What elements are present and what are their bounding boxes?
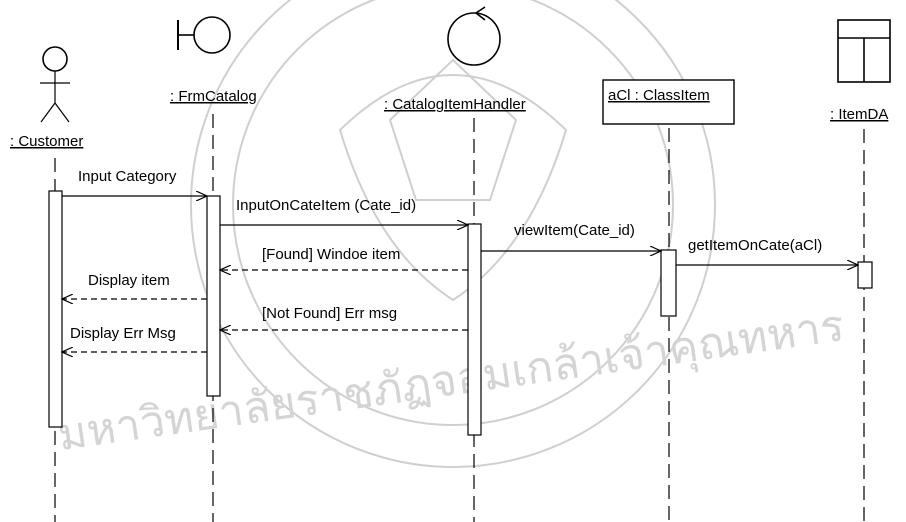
message-label: Display Err Msg xyxy=(70,325,176,342)
boundary-frmcatalog: : FrmCatalog xyxy=(170,16,257,105)
message-not-found-err: [Not Found] Err msg xyxy=(220,305,468,330)
control-icon xyxy=(447,6,501,66)
control-catalogitemhandler: : CatalogItemHandler xyxy=(384,6,526,113)
actor-icon xyxy=(40,46,70,123)
boundary-icon xyxy=(177,16,231,54)
activation-customer xyxy=(48,190,63,428)
message-input-category: Input Category xyxy=(62,168,207,196)
object-label-catalogitemhandler: : CatalogItemHandler xyxy=(384,96,526,113)
message-get-item-on-cate: getItemOnCate(aCl) xyxy=(676,237,858,265)
message-label: [Found] Windoe item xyxy=(262,246,400,263)
message-label: Input Category xyxy=(78,168,177,185)
message-label: Display item xyxy=(88,272,170,289)
message-label: [Not Found] Err msg xyxy=(262,305,397,322)
message-display-err-msg: Display Err Msg xyxy=(62,325,207,352)
message-input-on-cate-item: InputOnCateItem (Cate_id) xyxy=(220,197,468,225)
object-label-itemda: : ItemDA xyxy=(830,106,888,123)
message-view-item: viewItem(Cate_id) xyxy=(481,222,661,251)
entity-icon xyxy=(837,19,891,83)
object-classitem: aCl : ClassItem xyxy=(602,79,735,125)
object-label-customer: : Customer xyxy=(10,133,83,150)
activation-classitem xyxy=(660,249,677,317)
activation-itemda xyxy=(857,261,873,289)
activation-frmcatalog xyxy=(206,195,221,397)
message-found-window-item: [Found] Windoe item xyxy=(220,246,468,270)
watermark-seal: มหาวิทยาลัยราชภัฏจอมเกล้าเจ้าคุณทหาร xyxy=(55,0,847,468)
entity-itemda: : ItemDA xyxy=(830,19,891,123)
message-label: InputOnCateItem (Cate_id) xyxy=(236,197,416,214)
message-label: getItemOnCate(aCl) xyxy=(688,237,822,254)
message-label: viewItem(Cate_id) xyxy=(514,222,635,239)
actor-customer: : Customer xyxy=(10,46,83,150)
object-label-frmcatalog: : FrmCatalog xyxy=(170,88,257,105)
object-label-classitem: aCl : ClassItem xyxy=(608,87,710,104)
activation-catalogitemhandler xyxy=(467,223,482,436)
message-display-item: Display item xyxy=(62,272,207,299)
